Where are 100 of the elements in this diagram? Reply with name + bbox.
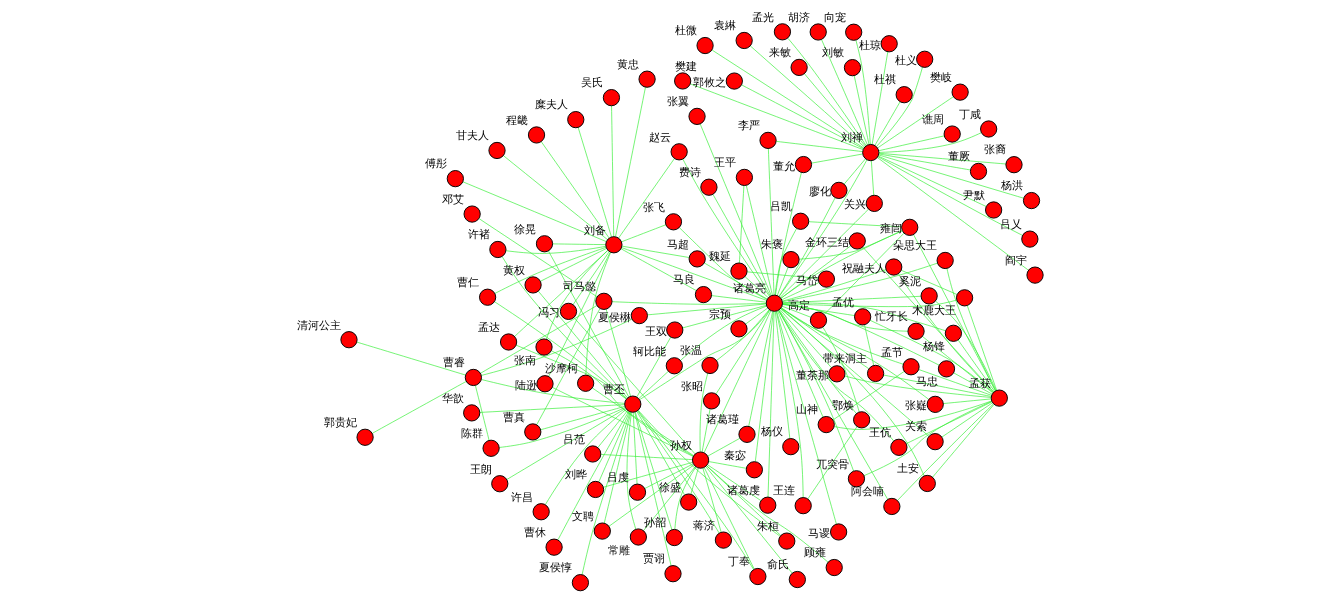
connector — [621, 224, 666, 243]
node-label: 曹真 — [502, 410, 525, 423]
node-circle — [527, 126, 546, 144]
node-label: 马良 — [673, 273, 696, 286]
connector — [913, 234, 996, 391]
node-label: 张南 — [513, 353, 536, 366]
node-circle — [605, 236, 623, 254]
connector — [932, 404, 995, 478]
node-circle — [629, 528, 647, 546]
connector — [712, 194, 771, 297]
node-circle — [907, 322, 925, 340]
node-label: 丁咸 — [958, 107, 981, 120]
node-label: 徐盛 — [658, 480, 681, 493]
node-label: 杨仪 — [760, 425, 783, 438]
connector — [703, 467, 755, 570]
connector — [811, 153, 863, 164]
connector — [480, 379, 625, 404]
connector — [608, 464, 695, 527]
node-label: 樊岐 — [930, 70, 953, 83]
connector — [853, 75, 870, 145]
node-circle — [980, 120, 998, 138]
node-label: 陈群 — [460, 427, 483, 440]
node-circle — [696, 36, 714, 55]
node-circle — [936, 251, 954, 270]
connector — [869, 320, 994, 393]
node-label: 吕虔 — [607, 471, 630, 484]
node-circle — [735, 168, 753, 186]
connector — [741, 84, 864, 150]
connector — [707, 464, 762, 501]
node-circle — [665, 357, 683, 375]
connector — [552, 387, 694, 457]
connector — [807, 426, 858, 500]
node-circle — [702, 392, 721, 410]
node-label: 杨洪 — [1001, 179, 1024, 192]
connector — [707, 438, 741, 457]
node-label: 木鹿大王 — [912, 304, 957, 317]
node-label: 马谡 — [808, 527, 831, 540]
node-label: 赵云 — [649, 130, 672, 143]
node-circle — [817, 415, 835, 434]
connector — [782, 262, 938, 302]
node-circle — [830, 181, 848, 199]
connector — [775, 310, 804, 498]
node-circle — [694, 286, 713, 304]
node-circle — [985, 201, 1003, 219]
node-label: 诸葛亮 — [733, 282, 767, 295]
node-label: 山神 — [796, 403, 819, 416]
node-label: 杜祺 — [874, 73, 897, 86]
node-label: 向宠 — [823, 11, 846, 24]
connector — [957, 339, 995, 392]
node-label: 孟光 — [752, 10, 775, 23]
connector — [782, 269, 887, 302]
node-circle — [788, 570, 806, 589]
connector — [705, 466, 793, 574]
node-circle — [895, 86, 913, 104]
node-label: 带来洞主 — [823, 352, 868, 365]
connector — [780, 308, 929, 437]
node-circle — [628, 483, 647, 501]
connector — [778, 310, 854, 472]
node-circle — [664, 565, 682, 583]
connector — [545, 408, 627, 505]
node-circle — [1005, 156, 1023, 174]
node-label: 徐晃 — [514, 222, 537, 235]
node-circle — [867, 364, 885, 383]
node-label: 刘敏 — [822, 46, 845, 59]
node-label: 杨锋 — [923, 339, 946, 352]
node-circle — [990, 389, 1008, 407]
connector — [699, 372, 709, 452]
connector — [781, 282, 820, 300]
node-label: 冯习 — [538, 306, 561, 319]
connector — [481, 318, 633, 376]
node-label: 杜微 — [674, 24, 697, 37]
node-circle — [524, 423, 542, 441]
node-circle — [830, 523, 848, 541]
node-circle — [782, 251, 800, 269]
node-label: 关索 — [904, 420, 927, 433]
connector — [739, 185, 745, 264]
node-circle — [817, 270, 836, 288]
connector — [774, 228, 797, 296]
node-label: 曹睿 — [443, 356, 466, 369]
node-circle — [630, 307, 648, 325]
node-label: 刘晔 — [565, 468, 588, 481]
connector — [620, 248, 697, 291]
connector — [906, 401, 993, 444]
node-label: 雍闿 — [879, 222, 902, 235]
node-label: 曹仁 — [457, 276, 480, 289]
connector — [780, 308, 925, 477]
node-label: 宗预 — [708, 307, 731, 320]
node-circle — [943, 125, 961, 143]
node-circle — [482, 439, 500, 457]
node-label: 吴氏 — [581, 76, 604, 89]
connector — [804, 73, 866, 147]
connector — [779, 209, 869, 298]
connector — [548, 251, 611, 377]
node-circle — [666, 321, 684, 339]
connector — [877, 156, 1023, 236]
node-label: 忙牙长 — [875, 310, 909, 323]
node-circle — [765, 294, 783, 312]
connector — [585, 251, 611, 376]
connector — [647, 303, 767, 316]
node-circle — [854, 308, 872, 326]
